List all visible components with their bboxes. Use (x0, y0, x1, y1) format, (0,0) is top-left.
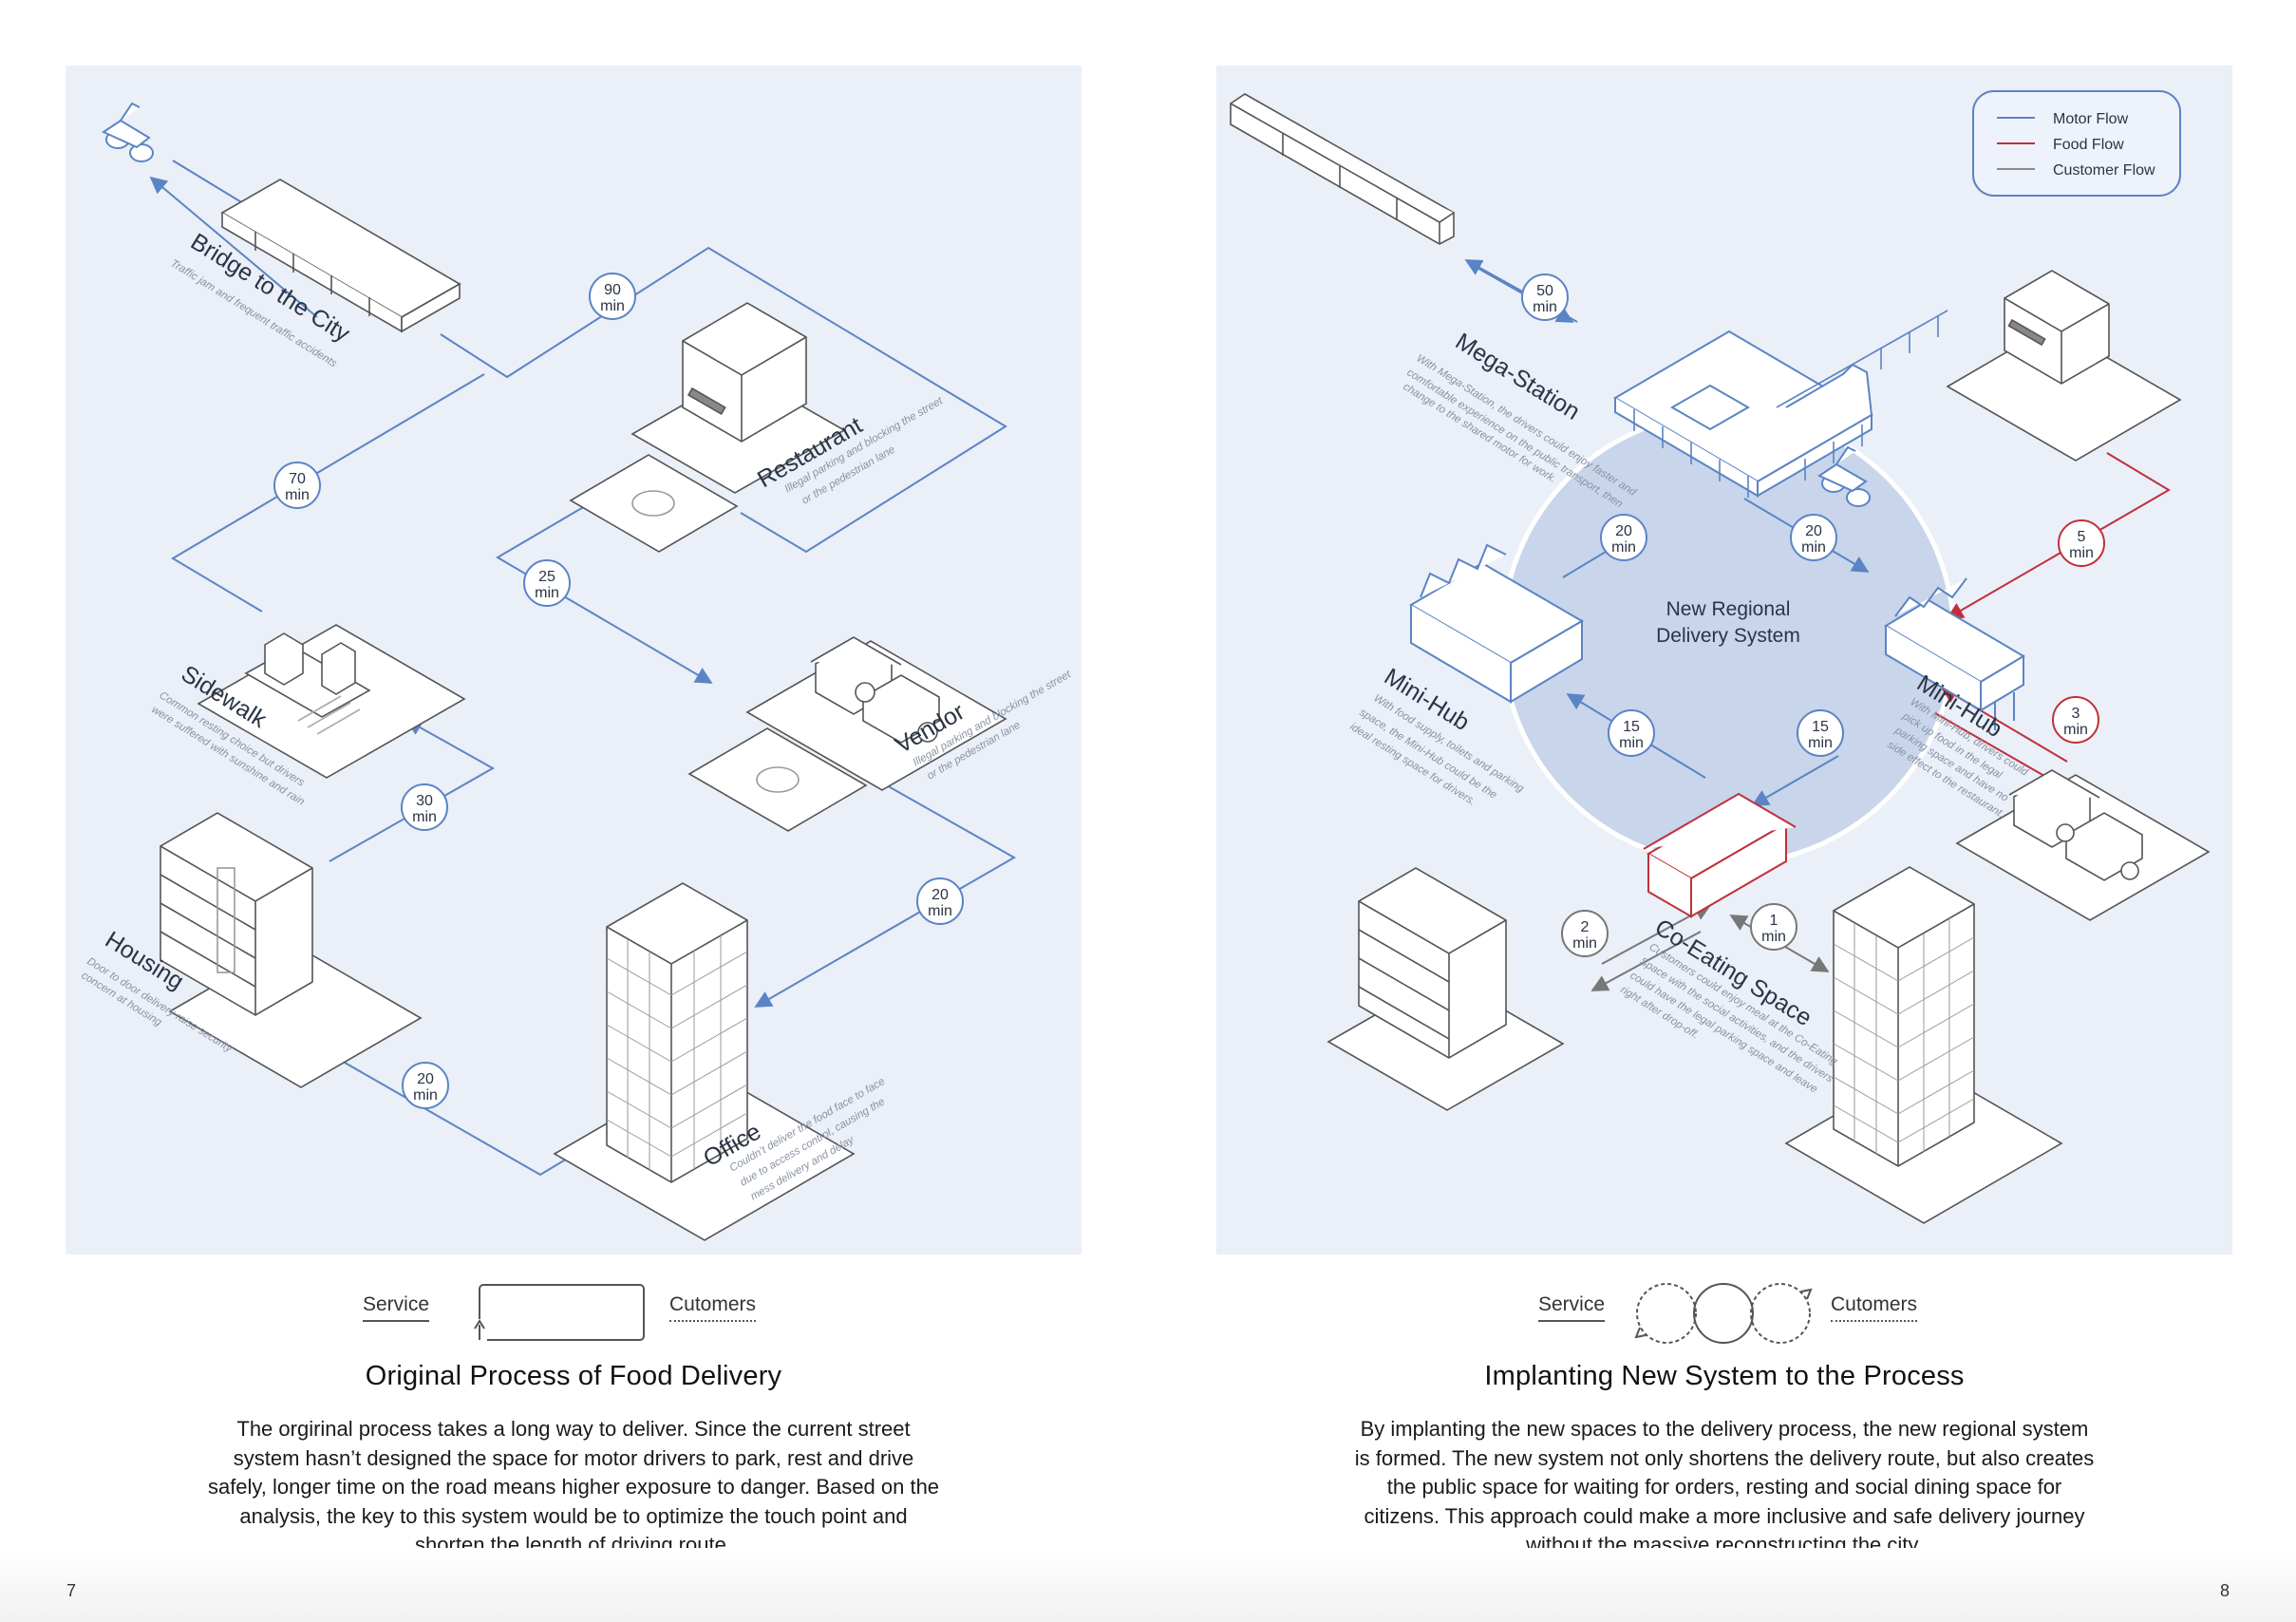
time-badge-90: 90 min (589, 273, 636, 320)
legend-motor-flow: Motor Flow (2053, 111, 2129, 127)
svg-text:min: min (285, 487, 310, 503)
center-title-line2: Delivery System (1656, 625, 1800, 647)
right-title: Implanting New System to the Process (1484, 1361, 1965, 1391)
time-badge-3: 3 min (2052, 696, 2099, 744)
time-badge-20-housing: 20 min (402, 1062, 449, 1109)
mega-station-illustration (1613, 310, 1948, 498)
time-badge-15-right: 15 min (1797, 709, 1844, 757)
vendor-illustration (687, 636, 1007, 832)
svg-text:min: min (1761, 929, 1786, 945)
right-triple-loop-icon (1634, 1283, 1813, 1344)
office-illustration-right (1784, 866, 2063, 1224)
time-badge-30: 30 min (401, 783, 448, 831)
office-illustration (553, 882, 856, 1241)
housing-illustration-right (1327, 867, 1565, 1111)
time-badge-20-left: 20 min (1600, 514, 1647, 561)
restaurant-illustration-right (1946, 270, 2182, 462)
bridge-illustration (220, 179, 461, 333)
co-eating-space-illustration (1643, 792, 1797, 918)
svg-text:min: min (1619, 735, 1644, 751)
svg-text:30: 30 (416, 793, 433, 809)
svg-text:min: min (535, 585, 559, 601)
svg-text:min: min (412, 809, 437, 825)
svg-text:50: 50 (1536, 283, 1553, 299)
left-caption: Original Process of Food Delivery The or… (66, 1361, 1082, 1560)
svg-text:15: 15 (1623, 719, 1640, 735)
svg-text:20: 20 (417, 1071, 434, 1087)
svg-text:20: 20 (1615, 523, 1632, 539)
svg-text:70: 70 (289, 471, 306, 487)
restaurant-illustration (569, 302, 846, 553)
svg-text:min: min (2063, 722, 2088, 738)
time-badge-1: 1 min (1750, 903, 1797, 951)
svg-text:min: min (1801, 539, 1826, 556)
time-badges-right: 50 min 20 min 20 min 5 min 15 min 15 min (1521, 273, 2105, 957)
time-badge-70: 70 min (273, 462, 321, 509)
svg-text:90: 90 (604, 282, 621, 298)
svg-text:1: 1 (1770, 913, 1778, 929)
vendor-illustration-right (1955, 769, 2211, 921)
footer-shade (0, 1548, 2296, 1622)
page-number-right: 8 (2220, 1581, 2230, 1600)
new-system-diagram: Motor Flow Food Flow Customer Flow (1216, 66, 2232, 1254)
left-service-label: Service (363, 1293, 430, 1322)
svg-text:min: min (1611, 539, 1636, 556)
time-badge-5: 5 min (2058, 519, 2105, 567)
right-caption: Implanting New System to the Process By … (1216, 1361, 2232, 1560)
right-service-label: Service (1538, 1293, 1606, 1322)
svg-text:min: min (928, 903, 952, 919)
svg-text:min: min (2069, 545, 2094, 561)
time-badge-50: 50 min (1521, 273, 1569, 321)
time-badge-20-office: 20 min (916, 877, 964, 925)
mini-hub-left-illustration (1409, 543, 1584, 704)
new-system-svg: Motor Flow Food Flow Customer Flow (1230, 90, 2211, 1224)
time-badge-25: 25 min (523, 559, 571, 607)
svg-text:2: 2 (1581, 919, 1590, 935)
original-process-diagram: Bridge to the City Traffic jam and frequ… (66, 66, 1082, 1254)
time-badge-20-right: 20 min (1790, 514, 1837, 561)
left-customers-label: Cutomers (669, 1293, 757, 1322)
svg-text:min: min (1808, 735, 1833, 751)
scooter-icon (101, 102, 154, 162)
svg-text:20: 20 (1805, 523, 1822, 539)
time-badges: 90 min 70 min 25 min 30 min 20 min 20 mi… (273, 273, 964, 1109)
left-body: The orgirinal process takes a long way t… (207, 1417, 940, 1556)
center-title-line1: New Regional (1666, 598, 1791, 620)
right-customers-label: Cutomers (1831, 1293, 1918, 1322)
svg-text:min: min (600, 298, 625, 314)
svg-text:3: 3 (2072, 706, 2080, 722)
svg-text:5: 5 (2078, 529, 2086, 545)
left-loop-icon (472, 1284, 645, 1342)
svg-text:15: 15 (1812, 719, 1829, 735)
svg-text:20: 20 (932, 887, 949, 903)
mini-hub-right-illustration (1884, 577, 2025, 730)
page-number-left: 7 (66, 1581, 77, 1600)
time-badge-15-left: 15 min (1608, 709, 1655, 757)
svg-text:min: min (413, 1087, 438, 1103)
scooter-icon-right (1816, 445, 1871, 507)
train-illustration (1230, 93, 1455, 245)
legend-food-flow: Food Flow (2053, 137, 2124, 153)
legend: Motor Flow Food Flow Customer Flow (1972, 90, 2181, 197)
housing-illustration (160, 812, 423, 1088)
left-title: Original Process of Food Delivery (365, 1361, 782, 1391)
svg-text:min: min (1572, 935, 1597, 952)
original-process-svg: Bridge to the City Traffic jam and frequ… (79, 102, 1074, 1241)
time-badge-2: 2 min (1561, 910, 1609, 957)
sidewalk-illustration (197, 624, 466, 779)
svg-text:min: min (1533, 299, 1557, 315)
legend-customer-flow: Customer Flow (2053, 162, 2155, 179)
svg-text:25: 25 (538, 569, 555, 585)
right-body: By implanting the new spaces to the deli… (1354, 1417, 2095, 1556)
